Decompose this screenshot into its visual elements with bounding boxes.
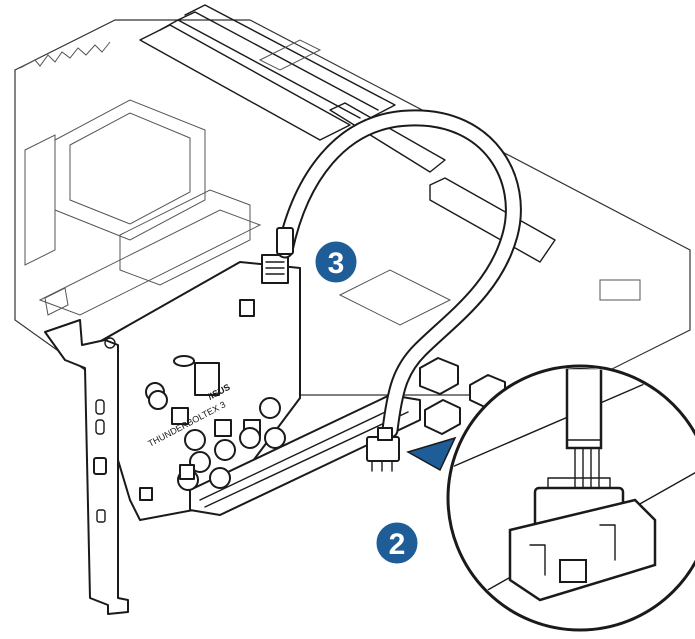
memory-slots — [139, 4, 396, 141]
thunderbolt-card: /ISUS THUNDERBOLTEX 3 — [84, 254, 421, 521]
port-icon — [95, 399, 105, 415]
card-header — [261, 254, 289, 284]
zoom-callout — [406, 364, 695, 632]
step-number-3: 3 — [328, 247, 345, 280]
step-badge-2: 2 — [373, 519, 421, 567]
displayport-icon — [93, 457, 107, 475]
step-number-2: 2 — [389, 528, 406, 561]
step-badge-3: 3 — [312, 238, 360, 286]
pcie-slot — [189, 394, 421, 516]
card-bracket — [44, 319, 129, 615]
connection-cable — [276, 109, 522, 472]
